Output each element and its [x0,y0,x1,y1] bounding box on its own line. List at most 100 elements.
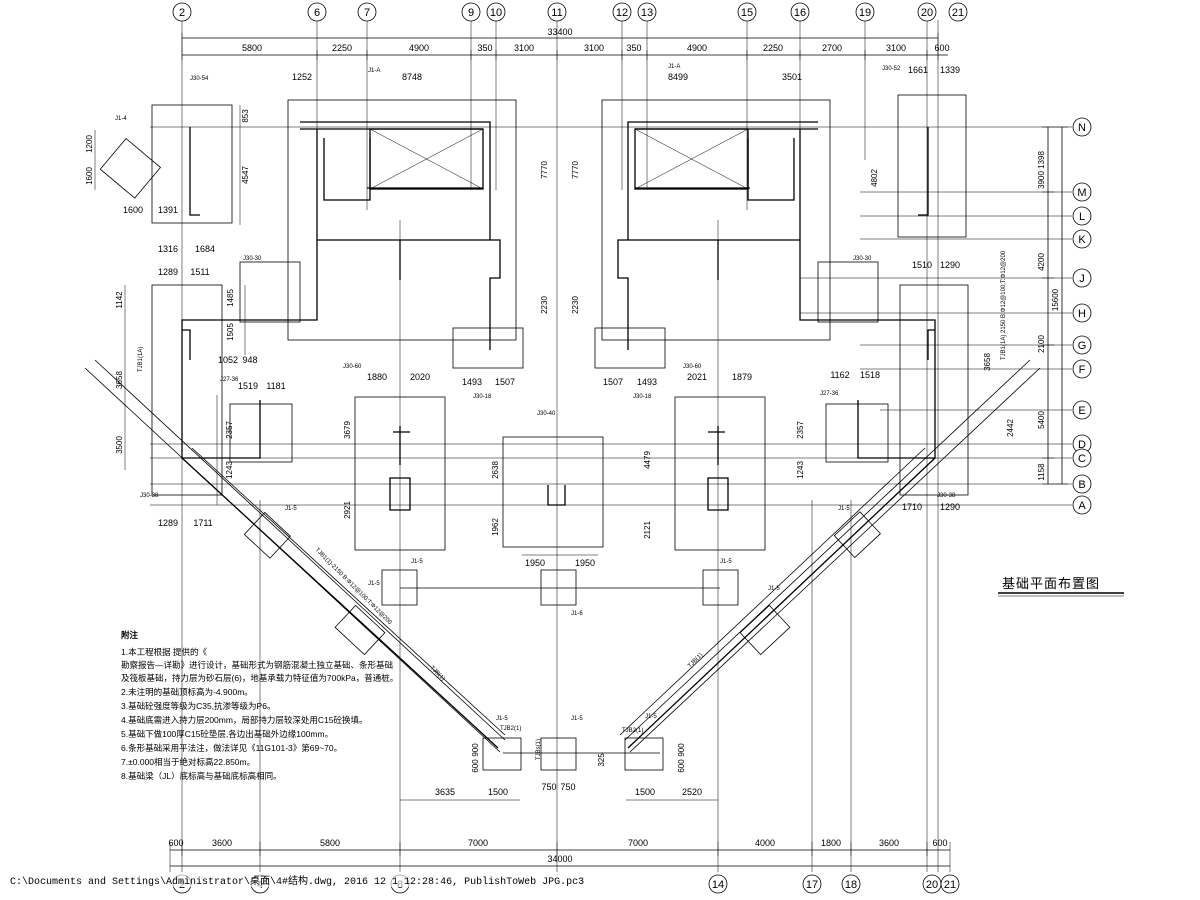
note-line: 勘察报告—详勘》进行设计，基础形式为钢筋混凝土独立基础、条形基础 [121,660,393,670]
beam-tag: TJB2(1) [622,728,643,734]
dimension: 7000 [628,838,648,848]
footing-tag: J30-30 [853,256,872,262]
footing-tag: J27-36 [820,391,839,397]
footing-tag: J1-A [368,68,380,74]
dimension: 1243 [796,461,805,479]
dimension: 1485 [226,289,235,307]
footing-tag: J1-6 [571,611,583,617]
note-line: 7.±0.000相当于绝对标高22.850m。 [121,757,255,767]
axis-label: 16 [794,7,806,19]
axis-label: 11 [551,7,562,19]
dimension: 4200 [1037,253,1046,271]
axis-label: 10 [490,7,502,19]
dimension: 3600 [879,838,899,848]
footing-tag: J1-5 [368,581,380,587]
dimension: 2020 [410,372,430,382]
dimension: 5800 [242,43,262,53]
left-dimensions: 1200 1600 4547 853 1142 3658 3500 1485 1… [85,105,250,505]
beam-tag: TJBs(1) [536,739,542,760]
dimension: 1339 [940,65,960,75]
dimension: 853 [241,109,250,123]
axis-label: D [1078,439,1086,451]
note-line: 2.未注明的基础顶标高为-4.900m。 [121,687,253,697]
axis-label: 12 [616,7,628,19]
dimension: 1600 [123,205,143,215]
note-line: 及筏板基础，持力层为砂石层(6)，地基承载力特征值为700kPa，普通桩。 [121,673,398,683]
footing-tag: J30-18 [633,394,652,400]
dimension: 3600 [212,838,232,848]
axis-label: 17 [806,879,818,891]
dimension: 600 [677,759,686,773]
dimension: 7770 [571,161,580,179]
dimension: 1398 [1037,151,1046,169]
axis-label: 9 [468,7,474,19]
bottom-total-dimension: 34000 [547,854,572,864]
axis-label: H [1078,308,1086,320]
dimension: 600 [471,759,480,773]
dimension: 1518 [860,370,880,380]
dimension: 2250 [763,43,783,53]
dimension: 2100 [1037,335,1046,353]
walls [181,121,936,754]
note-line: 5.基础下做100厚C15砼垫层,各边出基础外边缘100mm。 [121,729,333,739]
dimension: 1507 [495,377,515,387]
dimension: 7000 [468,838,488,848]
right-axis-bubbles: N M L K J H G F E D C B A [1072,117,1092,515]
dimension: 4547 [241,166,250,184]
note-line: 8.基础梁（JL）底标高与基础底标高相同。 [121,771,282,781]
footing-tag: J30-54 [190,76,209,82]
dimension: 1962 [491,518,500,536]
axis-label: 19 [859,7,871,19]
dimension: 1507 [603,377,623,387]
dimension: 1289 [158,518,178,528]
axis-label: 15 [741,7,753,19]
beam-tag: TJB1(1A) 2150 B:Φ12@100;T:Φ12@200 [1001,250,1007,360]
dimension: 4802 [870,169,879,187]
dimension: 1162 [830,370,849,380]
axis-label: B [1078,479,1085,491]
footing-tag: J30-30 [243,256,262,262]
dimension: 2230 [571,296,580,314]
right-total-dimension: 15600 [1051,288,1060,311]
dimension: 2357 [796,421,805,439]
axis-label: C [1078,453,1086,465]
note-line: 4.基础底需进入持力层200mm，局部持力层较深处用C15砼换填。 [121,715,368,725]
axis-label: 20 [926,879,938,891]
dimension: 1200 [85,135,94,153]
dimension: 1290 [940,502,960,512]
axis-label: L [1079,211,1085,223]
note-line: 3.基础砼强度等级为C35,抗渗等级为P6。 [121,701,275,711]
notes-heading: 附注 [121,630,139,640]
dimension: 2442 [1006,419,1015,437]
dimension: 2021 [687,372,707,382]
dimension: 600 [932,838,947,848]
footing-tag: J30-38 [937,493,956,499]
note-line: 1.本工程根据 提供的《 [121,647,207,657]
beam-tag: TJB(1) [687,652,704,669]
dimension: 1500 [488,787,508,797]
dimension: 600 [934,43,949,53]
notes-block: 附注 1.本工程根据 提供的《 勘察报告—详勘》进行设计，基础形式为钢筋混凝土独… [121,630,398,781]
axis-label: E [1078,405,1085,417]
dimension: 1510 [912,260,932,270]
dimension: 1505 [226,323,235,341]
dimension: 1290 [940,260,960,270]
dimension: 3501 [782,72,802,82]
dimension: 2121 [643,521,652,539]
dimension: 1181 [266,381,285,391]
dimension: 1252 [292,72,312,82]
plot-footer-path: C:\Documents and Settings\Administrator\… [10,874,584,888]
dimension: 350 [477,43,492,53]
axis-label: 21 [944,879,956,891]
footing-tag: J1-5 [838,506,850,512]
dimension: 3900 [1037,171,1046,189]
dimension: 7770 [540,161,549,179]
dimension: 3658 [983,353,992,371]
dimension: 2638 [491,461,500,479]
axis-label: K [1078,234,1086,246]
dimension: 2520 [682,787,702,797]
axis-label: 13 [641,7,653,19]
axis-label: G [1078,340,1087,352]
dimension: 4900 [687,43,707,53]
